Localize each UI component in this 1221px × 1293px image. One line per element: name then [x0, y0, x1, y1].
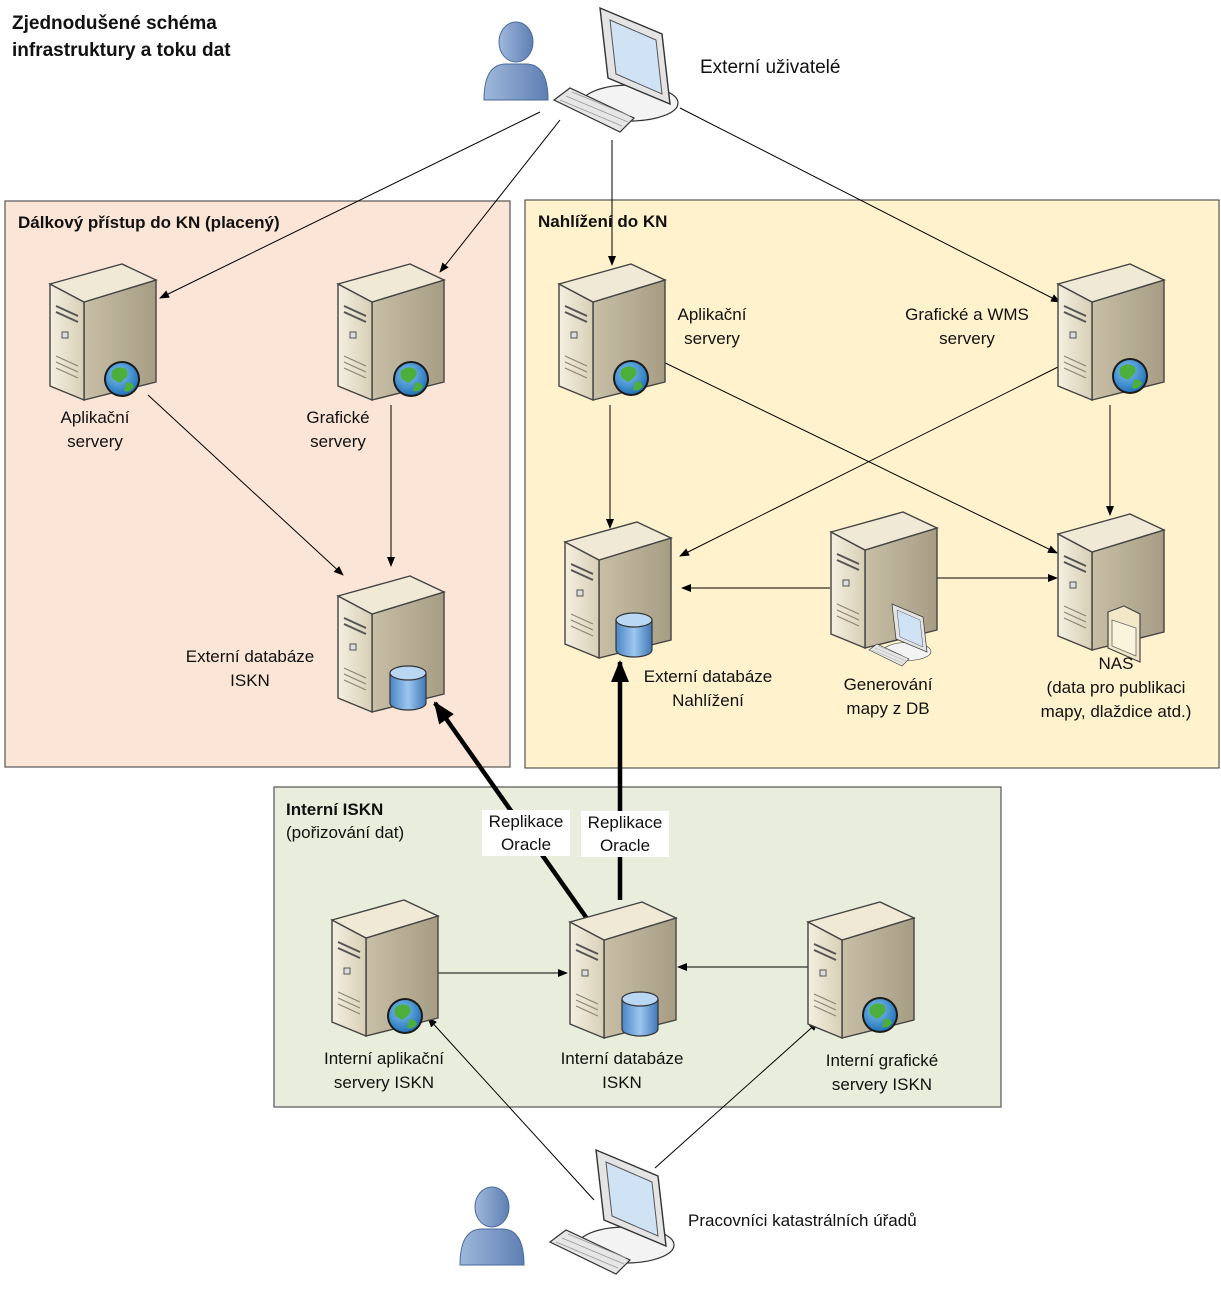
globe-icon — [862, 997, 898, 1033]
view-app-label-line2: servery — [684, 329, 740, 348]
view-graphic-label-line2: servery — [939, 329, 995, 348]
globe-icon — [393, 361, 429, 397]
zone-remote-title: Dálkový přístup do KN (placený) — [18, 211, 280, 234]
globe-icon — [104, 361, 140, 397]
arrow-users-to-remote-graphic — [439, 119, 561, 273]
replication-label-right-line2: Oracle — [599, 836, 651, 855]
remote-db-label-line2: ISKN — [230, 671, 270, 690]
zone-internal-title-text: Interní ISKN — [286, 800, 384, 819]
replication-label-left-line1: Replikace — [488, 812, 564, 831]
zone-internal-subtitle: (pořizování dat) — [286, 823, 405, 842]
view-gen-label: Generování mapy z DB — [828, 673, 948, 721]
replication-label-left-line2: Oracle — [500, 835, 552, 854]
arrow-workers-to-int-graphic — [654, 1021, 819, 1169]
person-icon — [483, 21, 549, 101]
remote-app-label: Aplikační servery — [40, 406, 150, 454]
diagram-title-line1: Zjednodušené schéma — [12, 13, 217, 34]
zone-remote-title-text: Dálkový přístup do KN (placený) — [18, 213, 280, 232]
view-db-label-line2: Nahlížení — [672, 691, 744, 710]
zone-viewing-title: Nahlížení do KN — [538, 210, 667, 233]
folder-icon — [1107, 605, 1141, 663]
int-db-label: Interní databáze ISKN — [546, 1047, 698, 1095]
arrow-view-graphic-to-db — [679, 364, 1063, 557]
remote-db-label: Externí databáze ISKN — [170, 645, 330, 693]
view-graphic-label-line1: Grafické a WMS — [905, 305, 1029, 324]
remote-graphic-label: Grafické servery — [283, 406, 393, 454]
view-nas-label-line2: (data pro publikaci — [1046, 678, 1186, 697]
view-nas-label-line1: NAS — [1098, 654, 1134, 673]
view-nas-label-line3: mapy, dlaždice atd.) — [1040, 702, 1192, 721]
view-nas-label: NAS (data pro publikaci mapy, dlaždice a… — [1030, 652, 1202, 724]
workstation-icon — [549, 1149, 675, 1275]
arrow-users-to-remote-app — [159, 111, 541, 299]
remote-db-label-line1: Externí databáze — [185, 647, 315, 666]
server-icon — [49, 263, 157, 401]
globe-icon — [1112, 358, 1148, 394]
int-graphic-label-line1: Interní grafické — [825, 1051, 939, 1070]
remote-graphic-label-line1: Grafické — [306, 408, 370, 427]
external-users-label: Externí uživatelé — [700, 57, 841, 78]
database-icon — [621, 991, 659, 1037]
view-graphic-label: Grafické a WMS servery — [892, 303, 1042, 351]
server-icon — [1057, 263, 1165, 401]
int-db-label-line1: Interní databáze — [560, 1049, 684, 1068]
replication-label-right: Replikace Oracle — [581, 811, 669, 857]
view-gen-label-line1: Generování — [843, 675, 933, 694]
view-gen-label-line2: mapy z DB — [846, 699, 930, 718]
arrow-users-to-view-graphic — [679, 107, 1061, 303]
zone-internal-title: Interní ISKN (pořizování dat) — [286, 798, 404, 844]
view-db-label-line1: Externí databáze — [643, 667, 773, 686]
zone-viewing-title-text: Nahlížení do KN — [538, 212, 668, 231]
remote-app-label-line2: servery — [67, 432, 123, 451]
replication-label-left: Replikace Oracle — [482, 810, 570, 856]
arrow-view-app-to-nas — [654, 357, 1058, 554]
arrow-remote-app-to-db — [147, 394, 344, 576]
arrow-workers-to-int-app — [427, 1017, 595, 1201]
int-db-label-line2: ISKN — [602, 1073, 642, 1092]
int-graphic-label: Interní grafické servery ISKN — [806, 1049, 958, 1097]
int-app-label-line2: servery ISKN — [333, 1073, 435, 1092]
view-app-label-line1: Aplikační — [677, 305, 747, 324]
diagram-title: Zjednodušené schéma infrastruktury a tok… — [12, 10, 231, 64]
database-icon — [389, 665, 427, 711]
remote-graphic-label-line2: servery — [310, 432, 366, 451]
globe-icon — [613, 360, 649, 396]
database-icon — [615, 612, 653, 658]
remote-app-label-line1: Aplikační — [60, 408, 130, 427]
globe-icon — [387, 998, 423, 1034]
view-db-label: Externí databáze Nahlížení — [628, 665, 788, 713]
replication-label-right-line1: Replikace — [587, 813, 663, 832]
view-app-label: Aplikační servery — [662, 303, 762, 351]
diagram-title-line2: infrastruktury a toku dat — [12, 40, 231, 61]
server-icon — [558, 263, 666, 401]
flow-arrows — [147, 107, 1114, 1201]
int-app-label-line1: Interní aplikační — [323, 1049, 444, 1068]
cadastral-workers-label: Pracovníci katastrálních úřadů — [688, 1211, 917, 1230]
person-icon — [459, 1186, 525, 1266]
server-icon — [807, 901, 915, 1039]
int-app-label: Interní aplikační servery ISKN — [308, 1047, 460, 1095]
workstation-icon — [553, 7, 679, 133]
int-graphic-label-line2: servery ISKN — [831, 1075, 933, 1094]
